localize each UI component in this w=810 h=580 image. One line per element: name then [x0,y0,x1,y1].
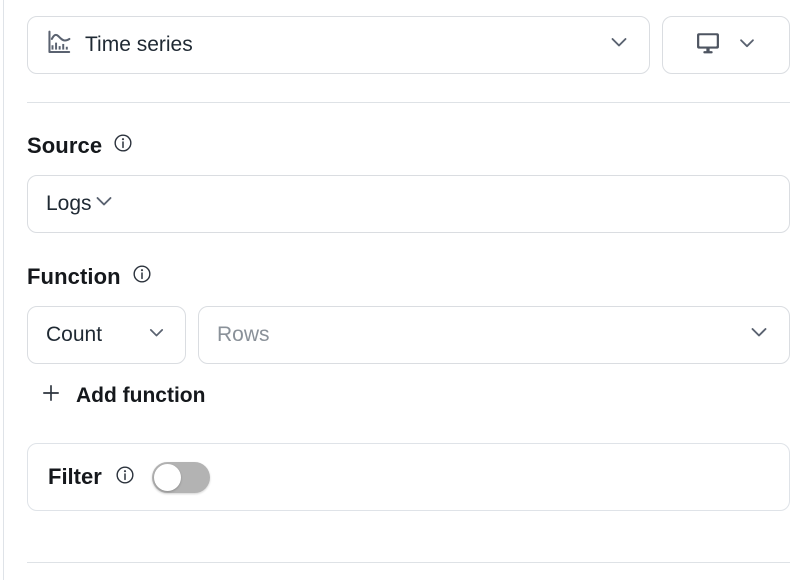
function-label-text: Function [27,264,121,289]
display-mode-button[interactable] [662,16,790,74]
info-circle-icon[interactable] [113,133,133,159]
function-row: Count Rows [27,306,790,364]
chevron-down-icon [747,320,771,350]
source-label-text: Source [27,133,103,158]
function-aggregate-value: Count [46,323,103,346]
chevron-down-icon [736,32,758,59]
top-divider [27,102,790,103]
panel-left-edge [3,0,4,580]
source-field-label: Source [27,133,790,159]
chart-timeseries-icon [46,29,72,61]
chevron-down-icon [607,30,631,60]
bottom-divider [27,562,790,563]
visualization-type-select[interactable]: Time series [27,16,650,74]
info-circle-icon[interactable] [132,264,152,290]
visualization-type-row: Time series [27,0,790,74]
chevron-down-icon [92,189,116,219]
plus-icon [40,382,62,410]
function-field-placeholder: Rows [217,323,270,346]
visualization-type-label: Time series [85,33,193,56]
function-aggregate-select[interactable]: Count [27,306,186,364]
add-function-label: Add function [76,384,206,407]
add-function-button[interactable]: Add function [40,382,205,410]
function-field-select[interactable]: Rows [198,306,790,364]
info-circle-icon[interactable] [115,465,135,490]
function-field-label: Function [27,264,790,290]
filter-card: Filter [27,443,790,511]
filter-toggle[interactable] [151,461,210,493]
monitor-icon [694,29,722,62]
filter-label: Filter [48,464,102,489]
filter-toggle-knob [153,463,181,491]
chevron-down-icon [146,322,167,349]
source-value: Logs [46,192,92,215]
source-select[interactable]: Logs [27,175,790,233]
